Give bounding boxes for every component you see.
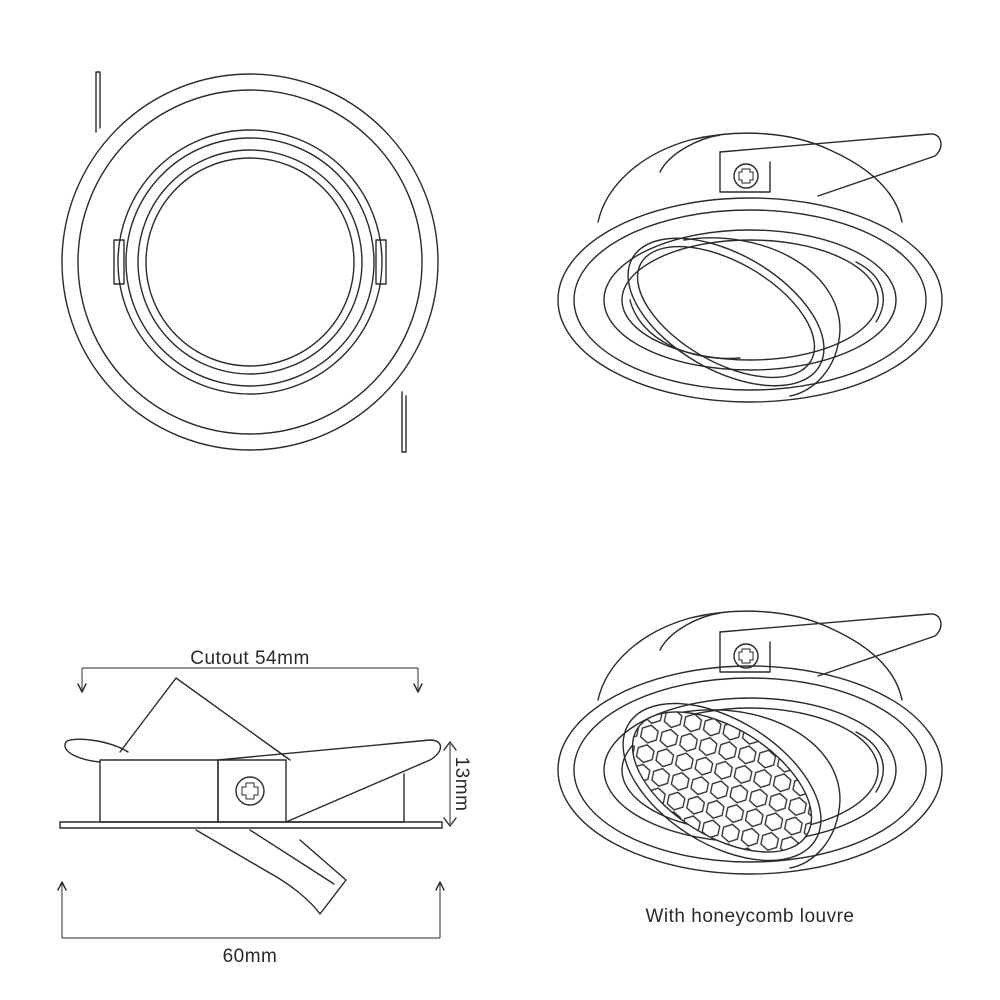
screw-head-icon: [235, 776, 265, 806]
screw-head-icon: [733, 643, 759, 669]
height-label: 13mm: [451, 757, 472, 812]
cutout-label: Cutout 54mm: [190, 648, 310, 669]
side-view: Cutout 54mm 13mm 60mm: [57, 648, 472, 967]
honeycomb-perspective-view: With honeycomb louvre: [557, 610, 943, 927]
width-label: 60mm: [223, 946, 278, 967]
honeycomb-label: With honeycomb louvre: [645, 906, 854, 927]
honeycomb-louvre: [631, 711, 813, 853]
perspective-view: [557, 132, 943, 403]
top-view: [61, 71, 439, 453]
screw-head-icon: [733, 163, 759, 189]
